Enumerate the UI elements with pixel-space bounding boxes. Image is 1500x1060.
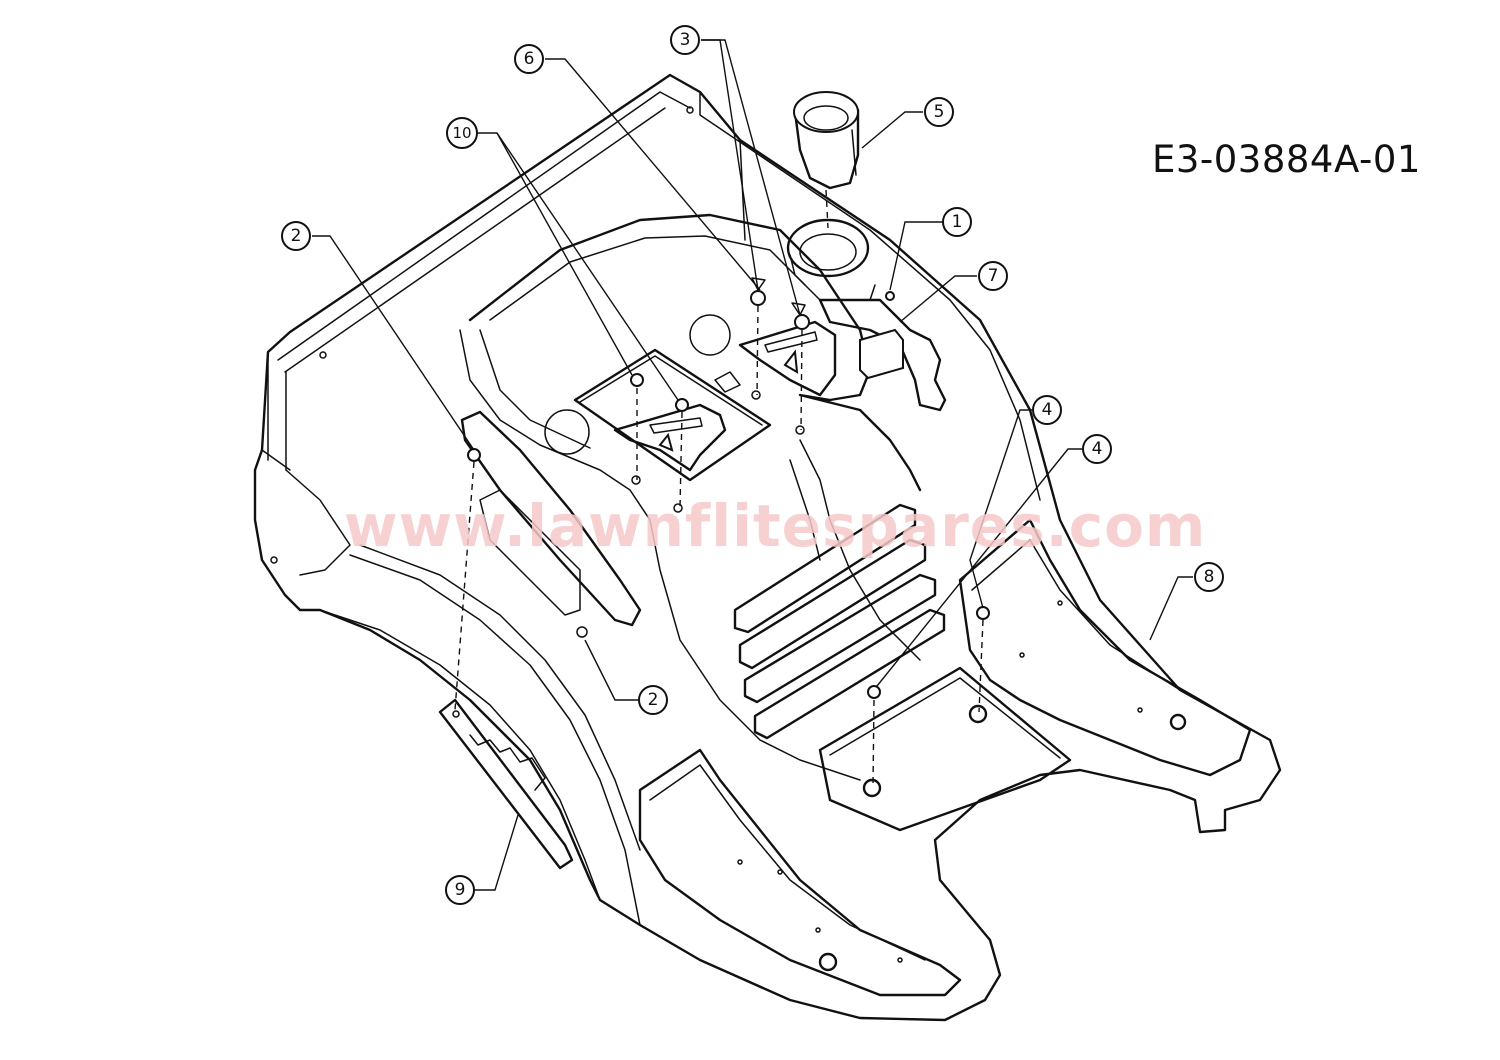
callout-9[interactable]: 9 [445, 875, 475, 905]
svg-text:6: 6 [524, 49, 535, 69]
callout-2[interactable]: 2 [638, 685, 668, 715]
drawing-part-number: E3-03884A-01 [1152, 138, 1421, 181]
svg-text:5: 5 [934, 102, 945, 122]
callout-7[interactable]: 7 [978, 261, 1008, 291]
svg-text:8: 8 [1204, 567, 1215, 587]
svg-text:2: 2 [648, 690, 659, 710]
callout-8[interactable]: 8 [1194, 562, 1224, 592]
body-shell [253, 73, 1282, 1022]
svg-text:10: 10 [452, 124, 471, 142]
callout-4[interactable]: 4 [1032, 395, 1062, 425]
svg-text:9: 9 [455, 880, 466, 900]
callout-4[interactable]: 4 [1082, 434, 1112, 464]
svg-text:1: 1 [952, 212, 963, 232]
svg-text:4: 4 [1042, 400, 1053, 420]
svg-text:4: 4 [1092, 439, 1103, 459]
leader-lines [312, 39, 1193, 891]
callout-2[interactable]: 2 [281, 221, 311, 251]
svg-text:7: 7 [988, 266, 999, 286]
watermark-text: www.lawnflitespares.com [344, 492, 1207, 560]
callout-1[interactable]: 1 [942, 207, 972, 237]
callout-6[interactable]: 6 [514, 44, 544, 74]
callout-3[interactable]: 3 [670, 25, 700, 55]
callouts: 1 2 2 3 4 4 5 6 7 8 9 10 [281, 25, 1224, 905]
svg-text:3: 3 [680, 30, 691, 50]
callout-10[interactable]: 10 [446, 117, 478, 149]
svg-text:2: 2 [291, 226, 302, 246]
callout-5[interactable]: 5 [924, 97, 954, 127]
